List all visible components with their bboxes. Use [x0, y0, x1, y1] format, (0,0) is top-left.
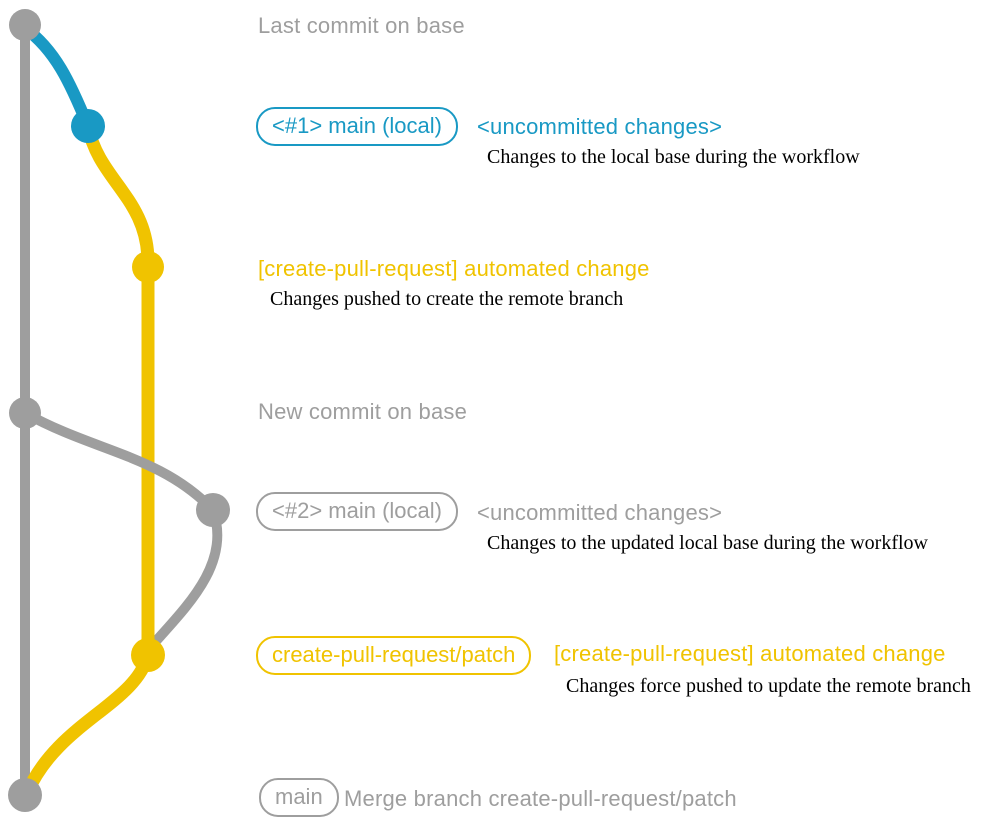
- merge-curve: [21, 652, 155, 796]
- commit-node-remote-2: [131, 638, 165, 672]
- branch-badge-main-local-1: <#1> main (local): [256, 107, 458, 147]
- branch-badge-main-local-2: <#2> main (local): [256, 492, 458, 532]
- commit-node-last-base: [9, 9, 41, 41]
- commit-node-merge: [8, 778, 42, 812]
- automated-change-desc-2: Changes force pushed to update the remot…: [566, 675, 971, 697]
- commit-node-local-2: [196, 493, 230, 527]
- uncommitted-changes-label-2: <uncommitted changes>: [477, 500, 723, 525]
- uncommitted-changes-desc-2: Changes to the updated local base during…: [487, 532, 928, 554]
- remote-branch-line: [81, 124, 155, 655]
- commit-node-local-1: [71, 109, 105, 143]
- new-commit-label: New commit on base: [258, 399, 468, 424]
- local-changes-curve: [21, 23, 94, 129]
- branch-badge-main: main: [259, 778, 339, 818]
- uncommitted-changes-label-1: <uncommitted changes>: [477, 114, 723, 139]
- last-commit-label: Last commit on base: [258, 13, 465, 38]
- merge-label: Merge branch create-pull-request/patch: [344, 786, 737, 811]
- branch-badge-create-pull-request-patch: create-pull-request/patch: [256, 636, 532, 676]
- uncommitted-changes-desc-1: Changes to the local base during the wor…: [487, 146, 860, 168]
- automated-change-label-2: [create-pull-request] automated change: [554, 641, 946, 666]
- automated-change-label-1: [create-pull-request] automated change: [258, 256, 650, 281]
- commit-node-new-base: [9, 397, 41, 429]
- automated-change-desc-1: Changes pushed to create the remote bran…: [270, 288, 624, 310]
- rebase-curve: [22, 408, 223, 654]
- commit-node-remote-1: [132, 251, 164, 283]
